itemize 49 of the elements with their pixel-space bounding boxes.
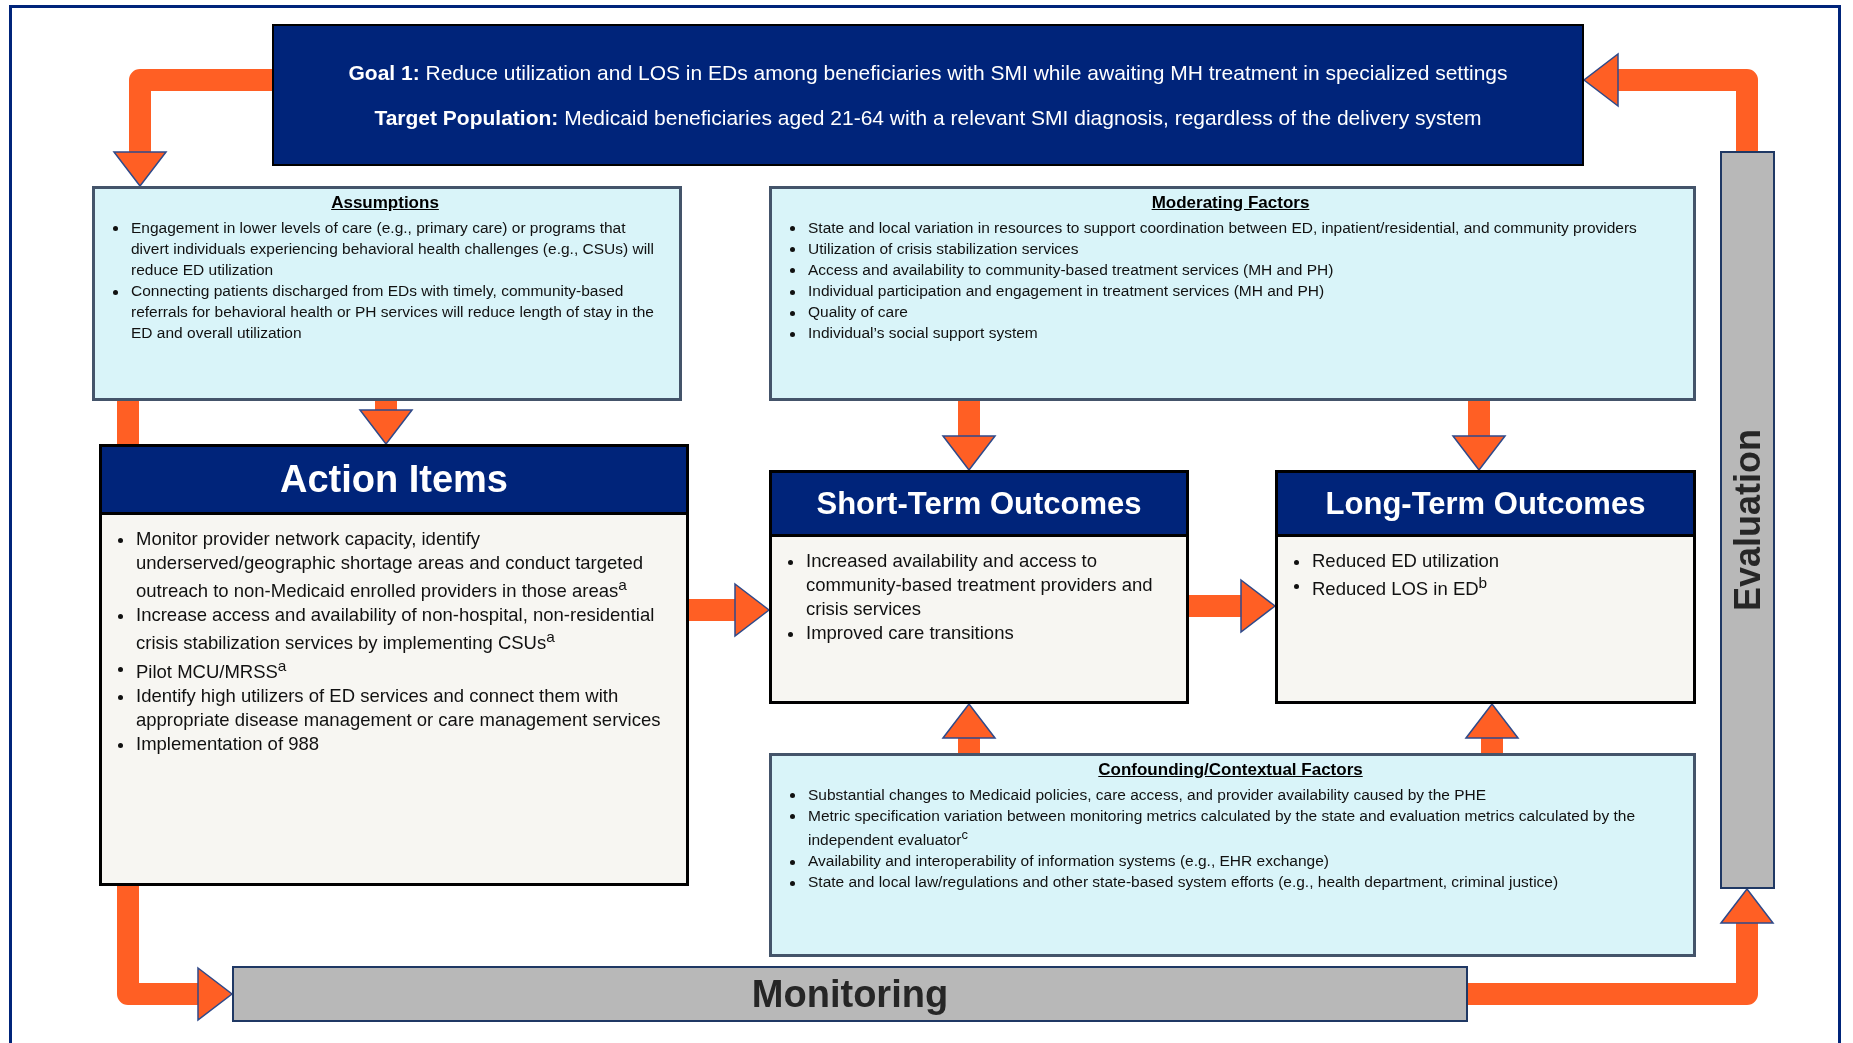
factor-box [92, 186, 682, 401]
goal-text: Goal 1: Reduce utilization and LOS in EDs among beneficiaries with SMI while awaiting MH treatment in specialized settings [348, 59, 1508, 86]
bullet-text: Identify high utilizers of ED services and connect them with appropriate disease management or care management services [110, 683, 676, 732]
bullet-text: Availability and interoperability of information systems (e.g., EHR exchange) [782, 850, 1679, 872]
arrow [113, 69, 272, 187]
monitoring-bar: Monitoring [232, 966, 1468, 1022]
arrow [689, 583, 770, 637]
arrow [359, 401, 413, 445]
bullet-text: Pilot MCU/MRSS$^{a}$ [110, 655, 676, 684]
bullet-text: Improved care transitions [780, 621, 1176, 646]
bullet-text: Access and availability to community-based treatment services (MH and PH) [782, 259, 1679, 281]
connector-bar [117, 401, 139, 444]
bullet-text: Engagement in lower levels of care (e.g., primary care) or programs that divert individuals experiencing behavioral health challenges (e.g., CSUs) will reduce ED utilization [105, 217, 665, 281]
bullet-text: Monitor provider network capacity, identify underserved/geographic shortage areas and conduct targeted outreach to non-Medicaid enrolled providers in those areas$^{a}$ [110, 527, 676, 604]
factor-box [769, 186, 1696, 401]
bullet-text: Implementation of 988 [110, 731, 676, 756]
bullet-text: Utilization of crisis stabilization services [782, 238, 1679, 260]
outcome-panel [769, 470, 1189, 704]
bullet-text: Individual participation and engagement in treatment services (MH and PH) [782, 280, 1679, 302]
arrow [942, 401, 996, 471]
bullet-text: Individual’s social support system [782, 322, 1679, 344]
goal-box [272, 24, 1584, 166]
bullet-text: Reduced ED utilization [1286, 549, 1683, 574]
panel-heading: Long-Term Outcomes [1278, 473, 1693, 537]
bullet-text: Connecting patients discharged from EDs with timely, community-based referrals for behavioral health or PH services will reduce length of stay in the ED and overall utilization [105, 280, 665, 344]
arrow [942, 703, 996, 753]
bullet-text: Metric specification variation between monitoring metrics calculated by the state and evaluation metrics calculated by the independent evaluator$^{c}$ [782, 805, 1679, 851]
section-heading: Assumptions [331, 193, 439, 213]
evaluation-label: Evaluation [1726, 429, 1769, 611]
bullet-text: State and local law/regulations and other state-based system efforts (e.g., health department, criminal justice) [782, 871, 1679, 893]
outcome-panel [99, 444, 689, 886]
section-heading: Confounding/Contextual Factors [1098, 760, 1363, 780]
bullet-text: Increased availability and access to community-based treatment providers and crisis services [780, 549, 1176, 622]
arrow [1465, 703, 1519, 753]
arrow [1189, 579, 1276, 633]
bullet-text: Substantial changes to Medicaid policies, care access, and provider availability caused by the PHE [782, 784, 1679, 806]
section-heading: Moderating Factors [1151, 193, 1310, 213]
arrow [117, 886, 233, 1021]
outcome-panel [1275, 470, 1696, 704]
arrow [1468, 888, 1774, 1005]
arrow [1452, 401, 1506, 471]
goal-text: Target Population: Medicaid beneficiaries aged 21-64 with a relevant SMI diagnosis, regardless of the delivery system [374, 105, 1482, 131]
evaluation-bar [1720, 151, 1775, 889]
panel-heading: Action Items [102, 447, 686, 515]
panel-heading: Short-Term Outcomes [772, 473, 1186, 537]
bullet-text: Quality of care [782, 301, 1679, 323]
factor-box [769, 753, 1696, 957]
bullet-text: State and local variation in resources to support coordination between ED, inpatient/residential, and community providers [782, 217, 1679, 239]
bullet-text: Reduced LOS in ED$^{b}$ [1286, 573, 1683, 602]
